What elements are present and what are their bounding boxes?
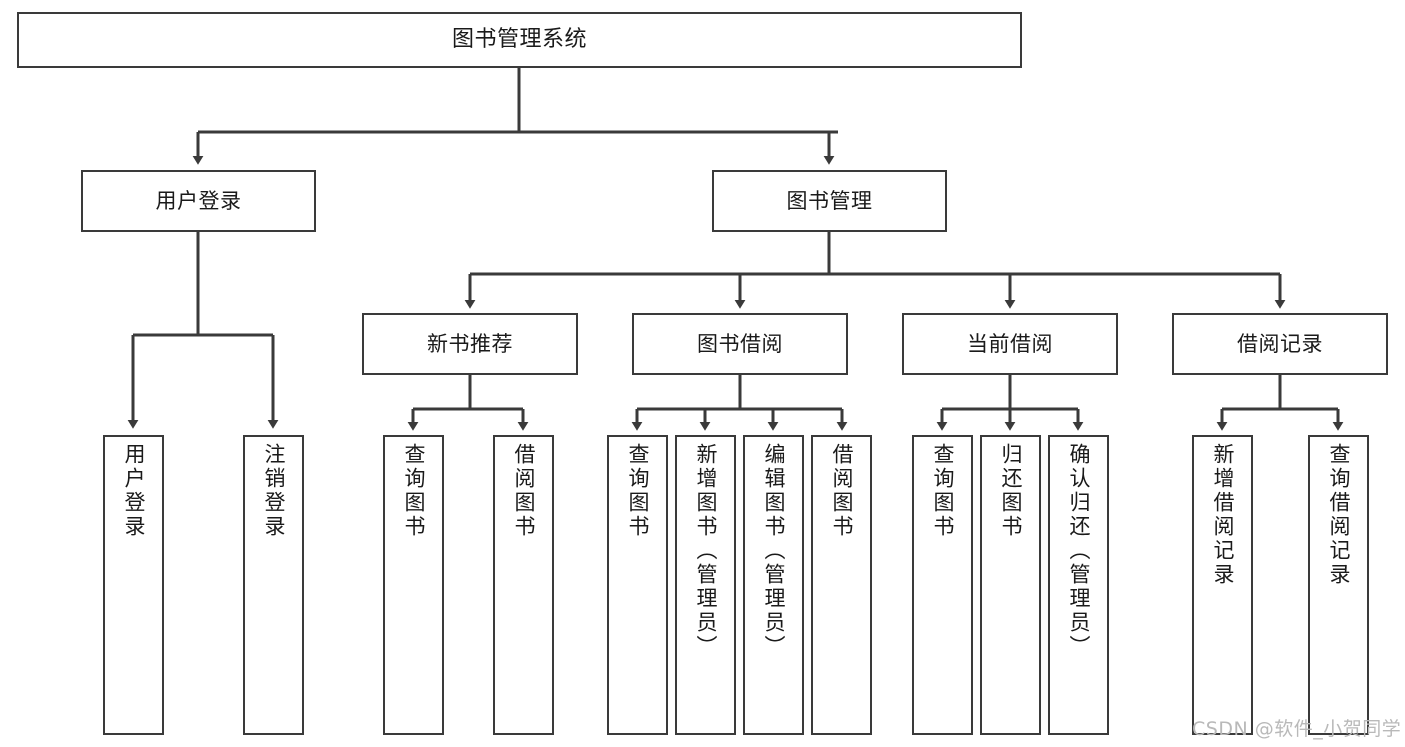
- node-new-book-recommend[interactable]: 新书推荐: [362, 313, 578, 375]
- node-current-borrow[interactable]: 当前借阅: [902, 313, 1118, 375]
- node-label: 借阅图书: [830, 443, 854, 539]
- node-label: 图书管理: [786, 188, 873, 213]
- node-label: 新增借阅记录: [1211, 443, 1235, 587]
- leaf-edit-book-admin[interactable]: 编辑图书（管理员）: [743, 435, 804, 735]
- node-label: 查询借阅记录: [1327, 443, 1351, 587]
- node-label: 当前借阅: [967, 331, 1053, 356]
- node-label: 查询图书: [931, 443, 955, 539]
- leaf-add-book-admin[interactable]: 新增图书（管理员）: [675, 435, 736, 735]
- node-label: 新书推荐: [427, 331, 513, 356]
- leaf-query-book-recommend[interactable]: 查询图书: [383, 435, 444, 735]
- leaf-return-book[interactable]: 归还图书: [980, 435, 1041, 735]
- node-user-login[interactable]: 用户登录: [81, 170, 316, 232]
- leaf-user-login[interactable]: 用户登录: [103, 435, 164, 735]
- node-label: 图书管理系统: [451, 27, 587, 53]
- node-label: 确认归还（管理员）: [1067, 443, 1091, 659]
- leaf-confirm-return-admin[interactable]: 确认归还（管理员）: [1048, 435, 1109, 735]
- node-root-system[interactable]: 图书管理系统: [17, 12, 1022, 68]
- node-book-borrow[interactable]: 图书借阅: [632, 313, 848, 375]
- leaf-borrow-book[interactable]: 借阅图书: [811, 435, 872, 735]
- node-label: 编辑图书（管理员）: [762, 443, 786, 659]
- node-label: 查询图书: [402, 443, 426, 539]
- node-label: 图书借阅: [697, 331, 783, 356]
- node-label: 归还图书: [999, 443, 1023, 539]
- node-label: 用户登录: [122, 443, 146, 539]
- node-label: 新增图书（管理员）: [694, 443, 718, 659]
- leaf-logout[interactable]: 注销登录: [243, 435, 304, 735]
- leaf-query-borrow-record[interactable]: 查询借阅记录: [1308, 435, 1369, 735]
- leaf-add-borrow-record[interactable]: 新增借阅记录: [1192, 435, 1253, 735]
- leaf-borrow-book-recommend[interactable]: 借阅图书: [493, 435, 554, 735]
- leaf-query-book-borrow[interactable]: 查询图书: [607, 435, 668, 735]
- node-borrow-records[interactable]: 借阅记录: [1172, 313, 1388, 375]
- leaf-query-book-current[interactable]: 查询图书: [912, 435, 973, 735]
- node-label: 用户登录: [155, 188, 242, 213]
- node-label: 借阅记录: [1237, 331, 1323, 356]
- node-label: 注销登录: [262, 443, 286, 539]
- node-book-management[interactable]: 图书管理: [712, 170, 947, 232]
- node-label: 借阅图书: [512, 443, 536, 539]
- node-label: 查询图书: [626, 443, 650, 539]
